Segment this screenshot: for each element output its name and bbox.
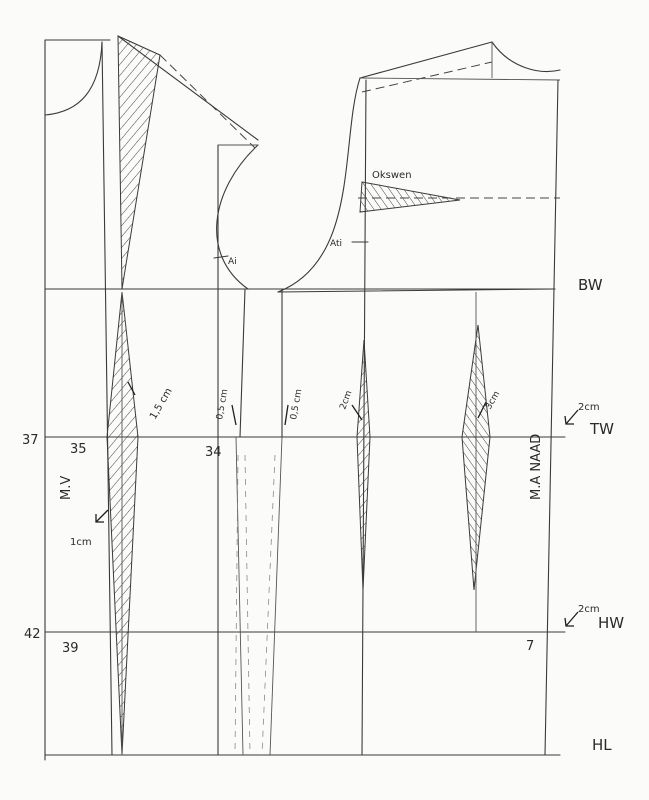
front-dart-width: 1,5 cm bbox=[148, 386, 175, 421]
back-armhole-label: Ati bbox=[330, 239, 342, 249]
front-lower-measure: 1cm bbox=[70, 537, 92, 548]
shoulder-dart-label: Okswen bbox=[372, 170, 412, 181]
side-dart bbox=[356, 339, 371, 591]
back-bodice bbox=[261, 41, 561, 756]
hem-line-label: HL bbox=[592, 736, 612, 754]
side-dart-width: 2cm bbox=[338, 389, 354, 411]
front-waist-right-measure: 35 bbox=[70, 442, 87, 457]
waist-line-label: TW bbox=[589, 420, 614, 438]
front-armhole-label: Ai bbox=[228, 257, 237, 267]
back-shoulder-dart bbox=[359, 181, 461, 213]
panel-left-dart-width: 0,5 cm bbox=[215, 388, 230, 420]
back-dart-width: 3cm bbox=[484, 390, 502, 412]
back-hip-measure: 7 bbox=[526, 639, 534, 654]
bust-line-label: BW bbox=[578, 276, 603, 294]
armhole-marks bbox=[213, 241, 369, 259]
front-waist-dart bbox=[106, 291, 139, 756]
front-center-label: M.V bbox=[59, 476, 74, 500]
back-waist-dart bbox=[461, 292, 491, 632]
front-waist-left-measure: 37 bbox=[22, 433, 39, 448]
front-waist-mid-measure: 34 bbox=[205, 445, 222, 460]
front-shoulder-dart bbox=[117, 35, 161, 290]
hip-right-measure: 39 bbox=[62, 641, 79, 656]
waist-side-measure: 2cm bbox=[578, 402, 600, 413]
panel-right-dart-width: 0,5 cm bbox=[289, 388, 304, 420]
arrows bbox=[95, 381, 579, 627]
hip-side-measure: 2cm bbox=[578, 604, 600, 615]
hip-line-label: HW bbox=[598, 614, 624, 632]
side-seam-label: M.A NAAD bbox=[529, 434, 544, 500]
hip-left-measure: 42 bbox=[24, 627, 41, 642]
